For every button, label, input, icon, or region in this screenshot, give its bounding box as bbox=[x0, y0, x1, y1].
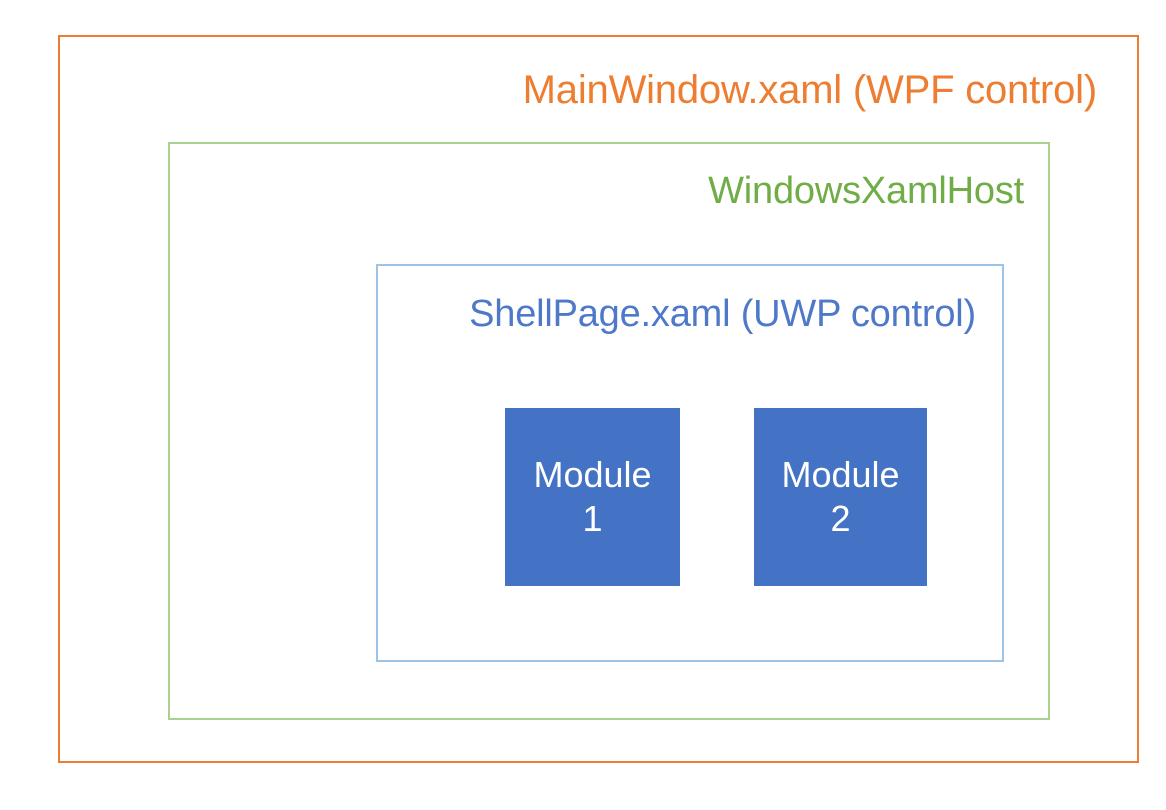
windowsxamlhost-label: WindowsXamlHost bbox=[708, 170, 1024, 212]
windowsxamlhost-container: WindowsXamlHost ShellPage.xaml (UWP cont… bbox=[168, 142, 1050, 720]
shellpage-label: ShellPage.xaml (UWP control) bbox=[469, 293, 976, 335]
module-block-1: Module 1 bbox=[505, 408, 680, 586]
module-block-2-title: Module bbox=[781, 454, 900, 496]
module-block-2-number: 2 bbox=[830, 498, 851, 539]
mainwindow-label: MainWindow.xaml (WPF control) bbox=[522, 68, 1098, 112]
shellpage-container: ShellPage.xaml (UWP control) Module 1 Mo… bbox=[376, 264, 1004, 662]
module-block-1-number: 1 bbox=[582, 498, 603, 539]
mainwindow-container: MainWindow.xaml (WPF control) WindowsXam… bbox=[58, 35, 1139, 763]
module-block-1-title: Module bbox=[533, 454, 652, 496]
module-block-2: Module 2 bbox=[754, 408, 927, 586]
